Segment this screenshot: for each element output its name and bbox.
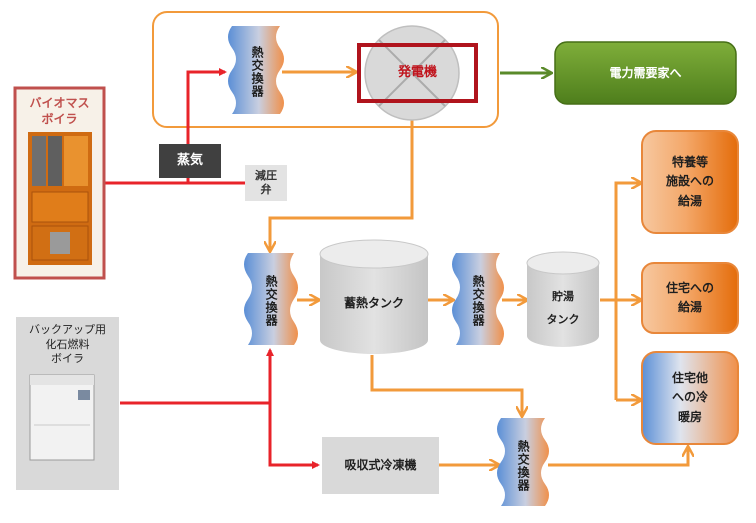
backup-to-chiller-line	[268, 403, 320, 469]
housing-hvac-label: 住宅他 への冷 暖房	[671, 371, 708, 424]
facility-supply-label: 特養等 施設への 給湯	[665, 155, 714, 208]
power-demand-box	[554, 41, 737, 105]
bus-to-facility-line	[614, 183, 640, 400]
industrial-boiler-icon	[28, 132, 92, 265]
hx-top-shape	[228, 26, 284, 114]
backup-steam-line	[120, 348, 274, 405]
storage-tank-label: 蓄熱タンク	[343, 295, 404, 310]
absorption-chiller-label: 吸収式冷凍機	[344, 458, 417, 473]
steam-label: 蒸気	[176, 153, 203, 169]
hx-bottom-shape	[497, 418, 549, 506]
generator-label: 発電機	[397, 65, 437, 81]
hx-left-shape	[244, 253, 298, 345]
generator-frame	[357, 43, 478, 103]
boiler-cabinet-icon	[29, 374, 95, 461]
power-demand-label: 電力需要家へ	[609, 65, 682, 80]
housing-supply-box	[641, 262, 739, 334]
biomass-boiler-label: バイオマス ボイラ	[29, 95, 90, 126]
steam-label-box	[159, 144, 221, 178]
absorption-chiller-box	[322, 437, 439, 494]
hx-bottom-to-hvac-line	[548, 448, 688, 467]
pressure-valve-box	[245, 165, 287, 201]
hx-middle-shape	[452, 253, 504, 345]
pressure-valve-label: 減圧 弁	[255, 169, 277, 196]
storage-to-hx-bottom-line	[370, 355, 522, 415]
hot-water-tank-label: 貯湯 タンク	[546, 289, 580, 326]
hx-top-label: 熱交換器	[250, 46, 265, 98]
facility-supply-box	[641, 130, 739, 234]
backup-boiler-label: バックアップ用 化石燃料 ボイラ	[29, 322, 106, 366]
housing-supply-label: 住宅への 給湯	[665, 280, 714, 314]
generator-to-hx-left-line	[270, 120, 414, 250]
hx-left-label: 熱交換器	[264, 275, 279, 327]
generator-x-symbol-icon	[364, 25, 460, 121]
storage-tank-shape	[319, 239, 429, 354]
generation-group-frame	[152, 11, 499, 128]
heat-flow-lines	[270, 72, 688, 465]
hx-bottom-label: 熱交換器	[516, 440, 531, 492]
hot-water-tank-shape	[526, 251, 600, 347]
hx-middle-label: 熱交換器	[471, 275, 486, 327]
housing-hvac-box	[641, 351, 739, 445]
